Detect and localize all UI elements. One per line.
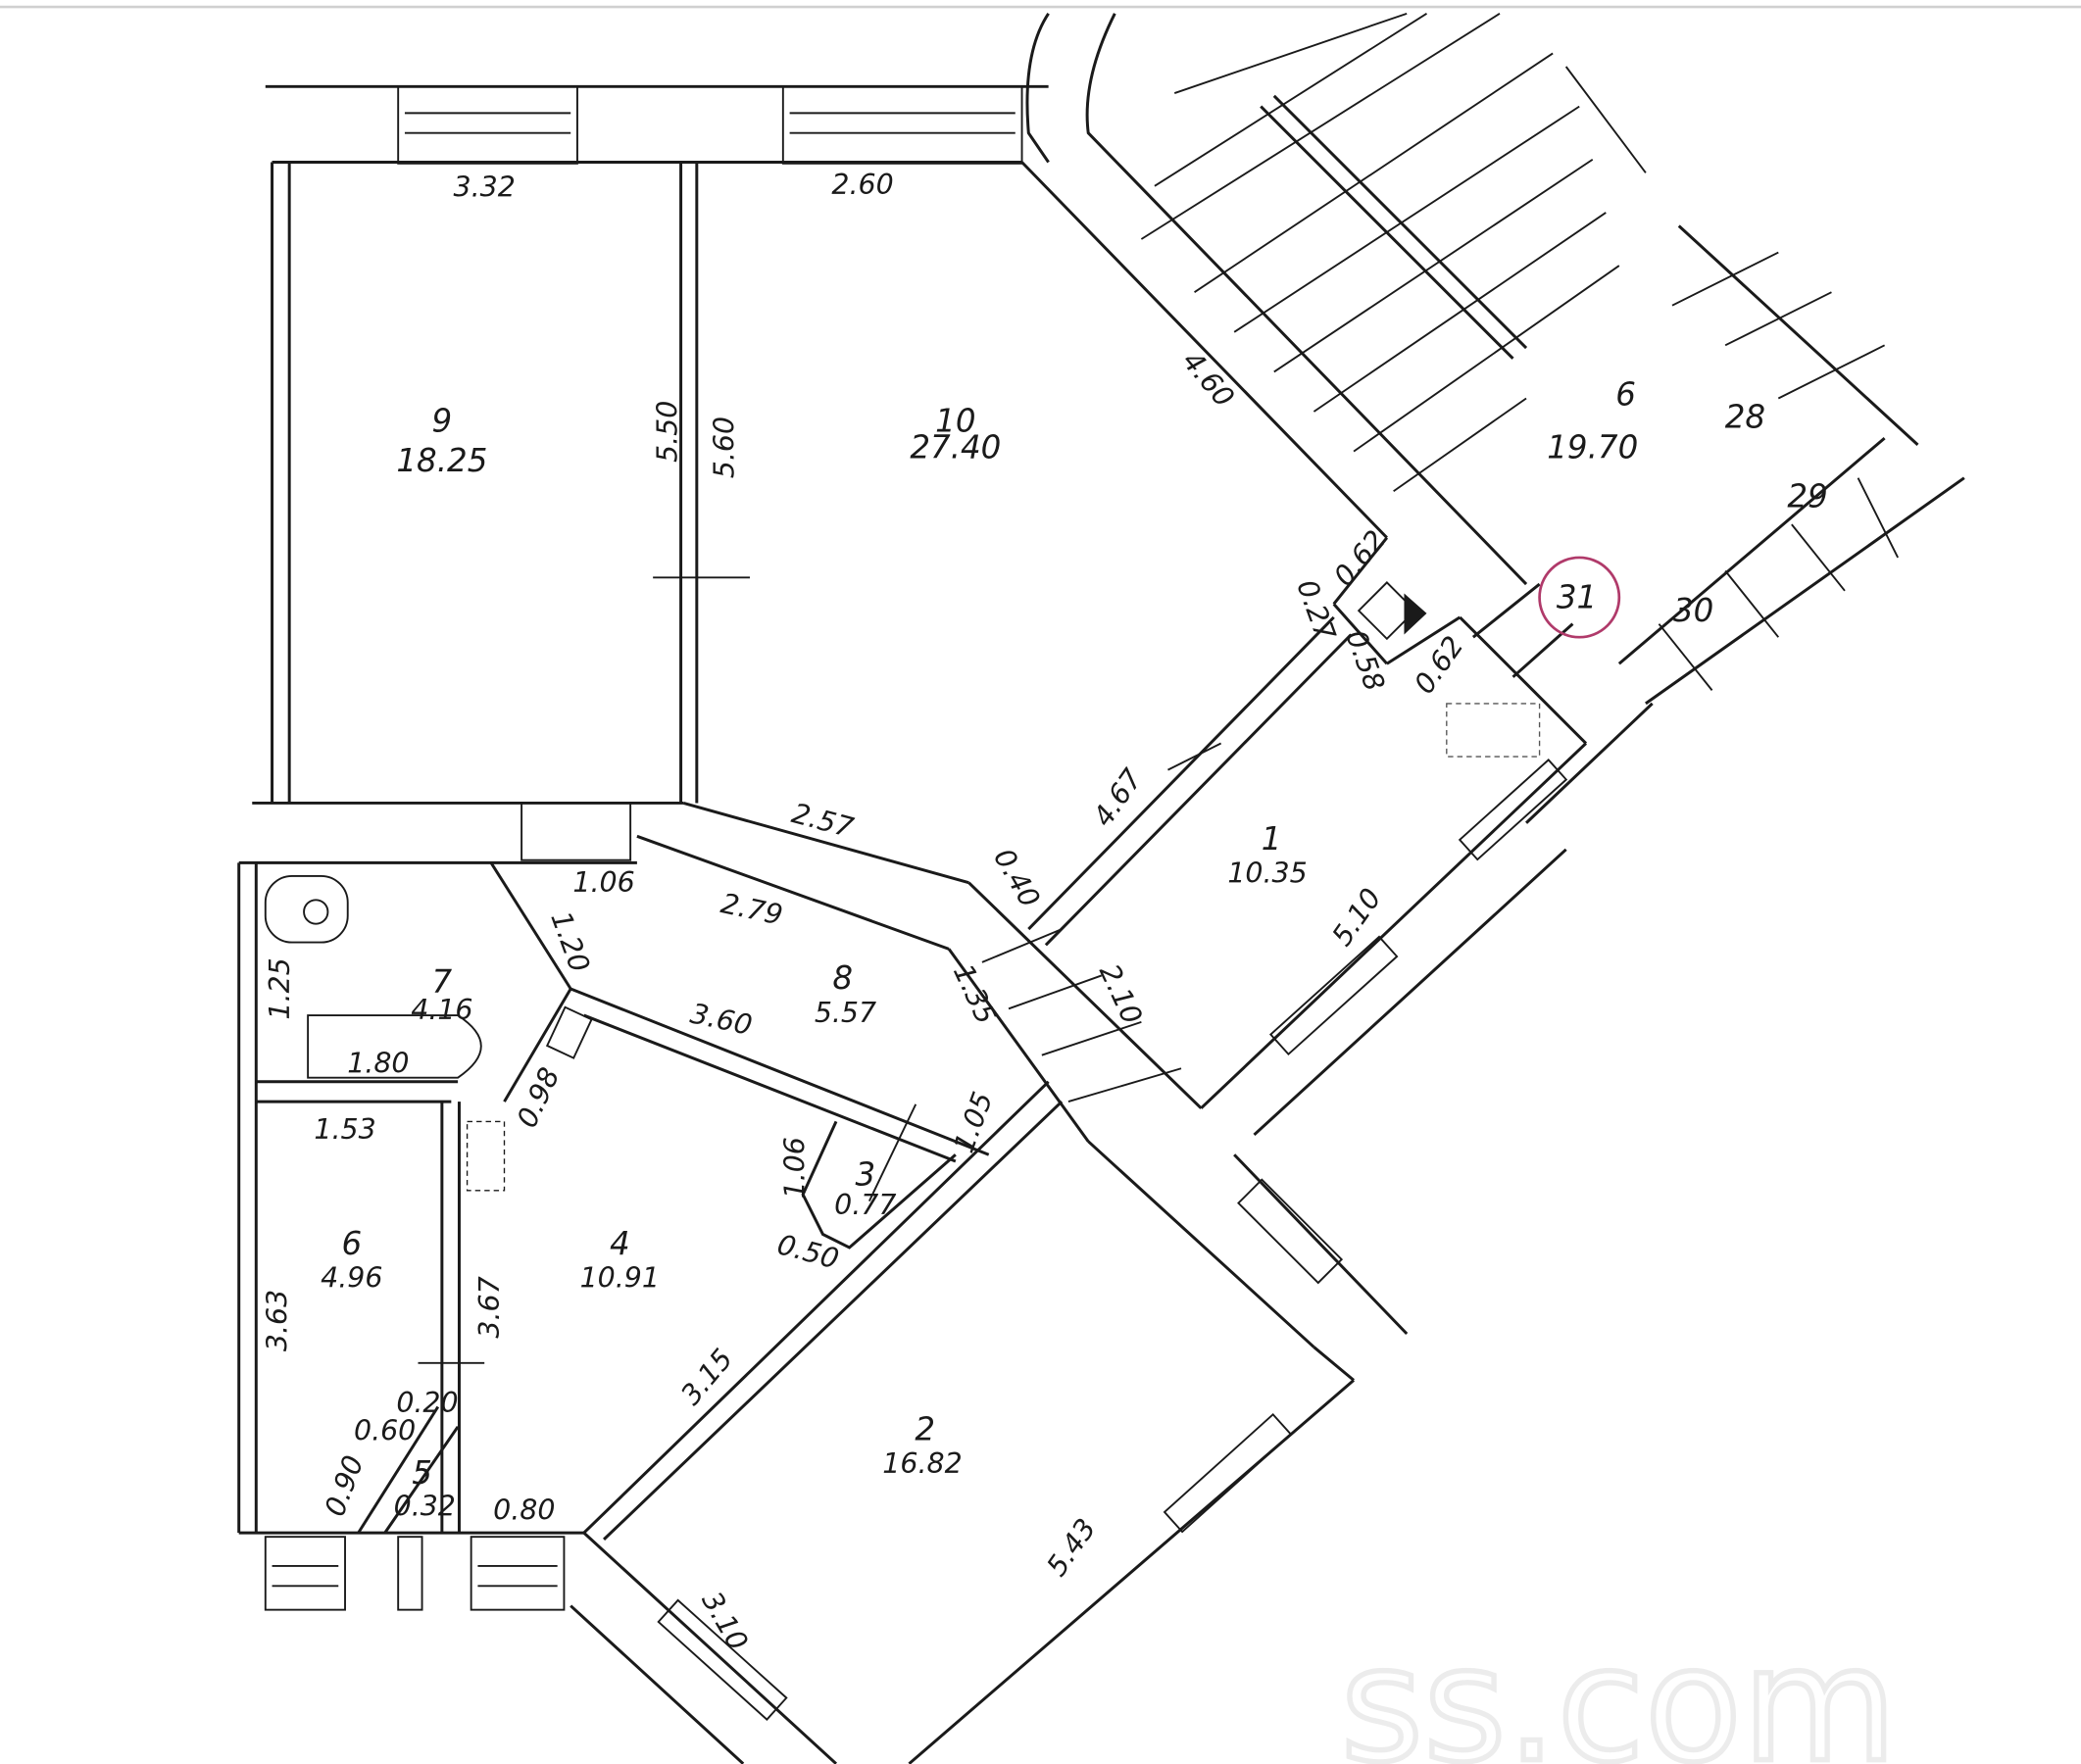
dim: 3.63: [261, 1290, 293, 1351]
dim: 2.57: [788, 797, 857, 844]
apartment-30: 30: [1673, 592, 1713, 629]
apartment-28: 28: [1725, 398, 1765, 435]
dim: 1.80: [347, 1047, 409, 1079]
dim: 0.62: [1408, 630, 1469, 700]
room-10-area: 27.40: [910, 428, 1001, 466]
room-5-area: 0.32: [394, 1491, 456, 1523]
dim: 4.60: [1176, 345, 1241, 414]
stair-room-area: 19.70: [1547, 428, 1638, 466]
apartment-numbers: 28 29 30 31: [1538, 398, 1828, 639]
room-5-number: 5: [412, 1454, 432, 1492]
room-2-area: 16.82: [882, 1447, 962, 1480]
dim: 0.90: [319, 1451, 371, 1521]
dim: 5.43: [1040, 1513, 1102, 1583]
room-3-area: 0.77: [834, 1189, 896, 1221]
room-9-number: 9: [432, 402, 453, 439]
room-7-area: 4.16: [411, 994, 472, 1026]
dim: 1.25: [264, 957, 296, 1019]
room-8-number: 8: [832, 959, 853, 997]
dim: 0.27: [1290, 575, 1342, 645]
dim: 3.15: [674, 1343, 739, 1411]
staircase: [1140, 12, 1965, 824]
highlight-circle: [1538, 556, 1621, 639]
watermark: ss.com: [1340, 1613, 1897, 1764]
dim: 4.67: [1087, 763, 1149, 833]
apartment-29: 29: [1787, 478, 1827, 515]
dim: 2.60: [831, 169, 893, 201]
room-2-number: 2: [915, 1410, 935, 1447]
dim: 3.60: [687, 998, 755, 1042]
room-1-area: 10.35: [1227, 858, 1307, 890]
dim: 1.06: [572, 866, 634, 899]
apartment-31: 31: [1557, 578, 1597, 615]
dim: 0.20: [396, 1387, 458, 1419]
dim: 3.67: [473, 1276, 506, 1338]
dim: 5.50: [652, 401, 684, 463]
dim: 0.60: [354, 1414, 416, 1446]
dim: 0.80: [493, 1494, 555, 1527]
room-4-area: 10.91: [580, 1262, 660, 1295]
room-1-number: 1: [1262, 820, 1282, 858]
dim: 2.79: [718, 887, 786, 931]
room-6-number: 6: [341, 1225, 362, 1262]
room-labels: 9 18.25 10 27.40 6 19.70 1 10.35 7 4.16 …: [321, 375, 1638, 1522]
room-3-number: 3: [855, 1155, 875, 1193]
walls: [237, 13, 1588, 1764]
stair-room-number: 6: [1615, 375, 1636, 413]
room-9-area: 18.25: [396, 442, 487, 479]
dim: 1.05: [948, 1088, 1000, 1157]
room-6-area: 4.96: [321, 1262, 382, 1295]
dim: 1.35: [947, 959, 1003, 1029]
dim: 1.06: [778, 1137, 811, 1199]
dim: 0.50: [773, 1228, 842, 1275]
dim: 1.53: [314, 1113, 375, 1146]
room-10-number: 10: [935, 402, 975, 439]
dim: 5.60: [709, 416, 741, 478]
dim: 3.32: [454, 172, 516, 204]
room-8-area: 5.57: [815, 997, 876, 1029]
dim: 0.98: [511, 1062, 567, 1132]
dim: 0.40: [987, 843, 1046, 912]
room-4-number: 4: [610, 1225, 630, 1262]
dim: 3.10: [695, 1586, 754, 1655]
room-7-number: 7: [432, 963, 453, 1001]
dim: 2.10: [1093, 959, 1149, 1029]
dim: 1.20: [544, 907, 596, 977]
